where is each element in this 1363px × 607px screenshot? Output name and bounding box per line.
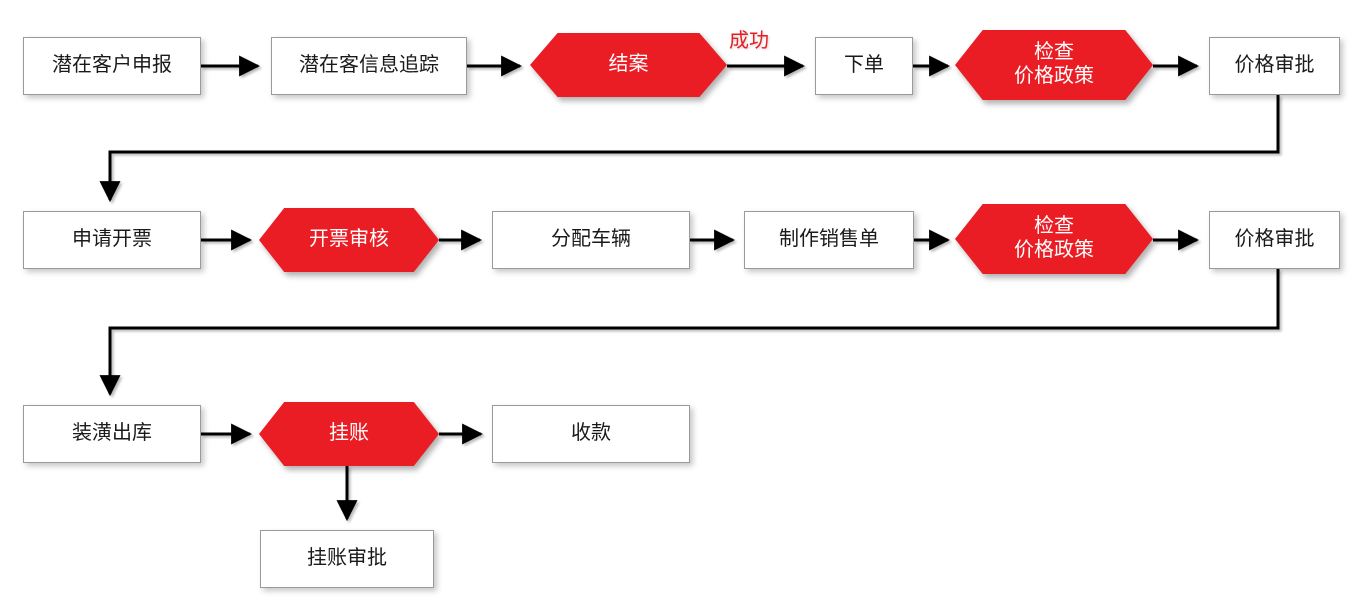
node-process-n9[interactable]: 分配车辆 (492, 211, 690, 269)
node-process-n1[interactable]: 潜在客户申报 (23, 37, 201, 95)
node-label: 检查 价格政策 (1014, 215, 1094, 261)
node-process-n16[interactable]: 挂账审批 (260, 530, 434, 588)
node-process-n13[interactable]: 装潢出库 (23, 405, 201, 463)
node-decision-n5[interactable]: 检查 价格政策 (955, 30, 1153, 100)
hexagon-shape (530, 33, 727, 97)
node-label: 申请开票 (72, 228, 152, 251)
node-process-n4[interactable]: 下单 (815, 37, 913, 95)
node-process-n2[interactable]: 潜在客信息追踪 (271, 37, 467, 95)
node-label: 收款 (571, 422, 611, 445)
edge-n12-to-n13 (99, 269, 1280, 397)
node-process-n15[interactable]: 收款 (492, 405, 690, 463)
node-decision-n14[interactable]: 挂账 (259, 402, 439, 466)
node-label: 装潢出库 (72, 422, 152, 445)
node-label: 下单 (844, 54, 884, 77)
node-decision-n3[interactable]: 结案 (530, 33, 727, 97)
node-label: 挂账审批 (307, 547, 387, 570)
node-process-n12[interactable]: 价格审批 (1209, 211, 1340, 269)
node-decision-n8[interactable]: 开票审核 (259, 208, 439, 272)
node-label: 潜在客户申报 (52, 54, 172, 77)
node-process-n6[interactable]: 价格审批 (1209, 37, 1340, 95)
node-label: 价格审批 (1234, 54, 1315, 77)
hexagon-shape (259, 402, 439, 466)
edge-label-el1: 成功 (729, 30, 769, 52)
hexagon-shape (259, 208, 439, 272)
node-process-n7[interactable]: 申请开票 (23, 211, 201, 269)
node-label: 开票审核 (309, 228, 389, 251)
node-process-n10[interactable]: 制作销售单 (744, 211, 914, 269)
node-decision-n11[interactable]: 检查 价格政策 (955, 204, 1153, 274)
node-label: 潜在客信息追踪 (299, 54, 439, 77)
hexagon-shape (955, 204, 1153, 274)
node-label: 分配车辆 (551, 228, 631, 251)
node-label: 制作销售单 (779, 228, 879, 251)
hexagon-shape (955, 30, 1153, 100)
node-label: 挂账 (329, 422, 369, 445)
node-label: 价格审批 (1234, 228, 1315, 251)
edge-n6-to-n7 (99, 95, 1280, 203)
node-label: 结案 (608, 53, 649, 76)
node-label: 检查 价格政策 (1014, 41, 1094, 87)
